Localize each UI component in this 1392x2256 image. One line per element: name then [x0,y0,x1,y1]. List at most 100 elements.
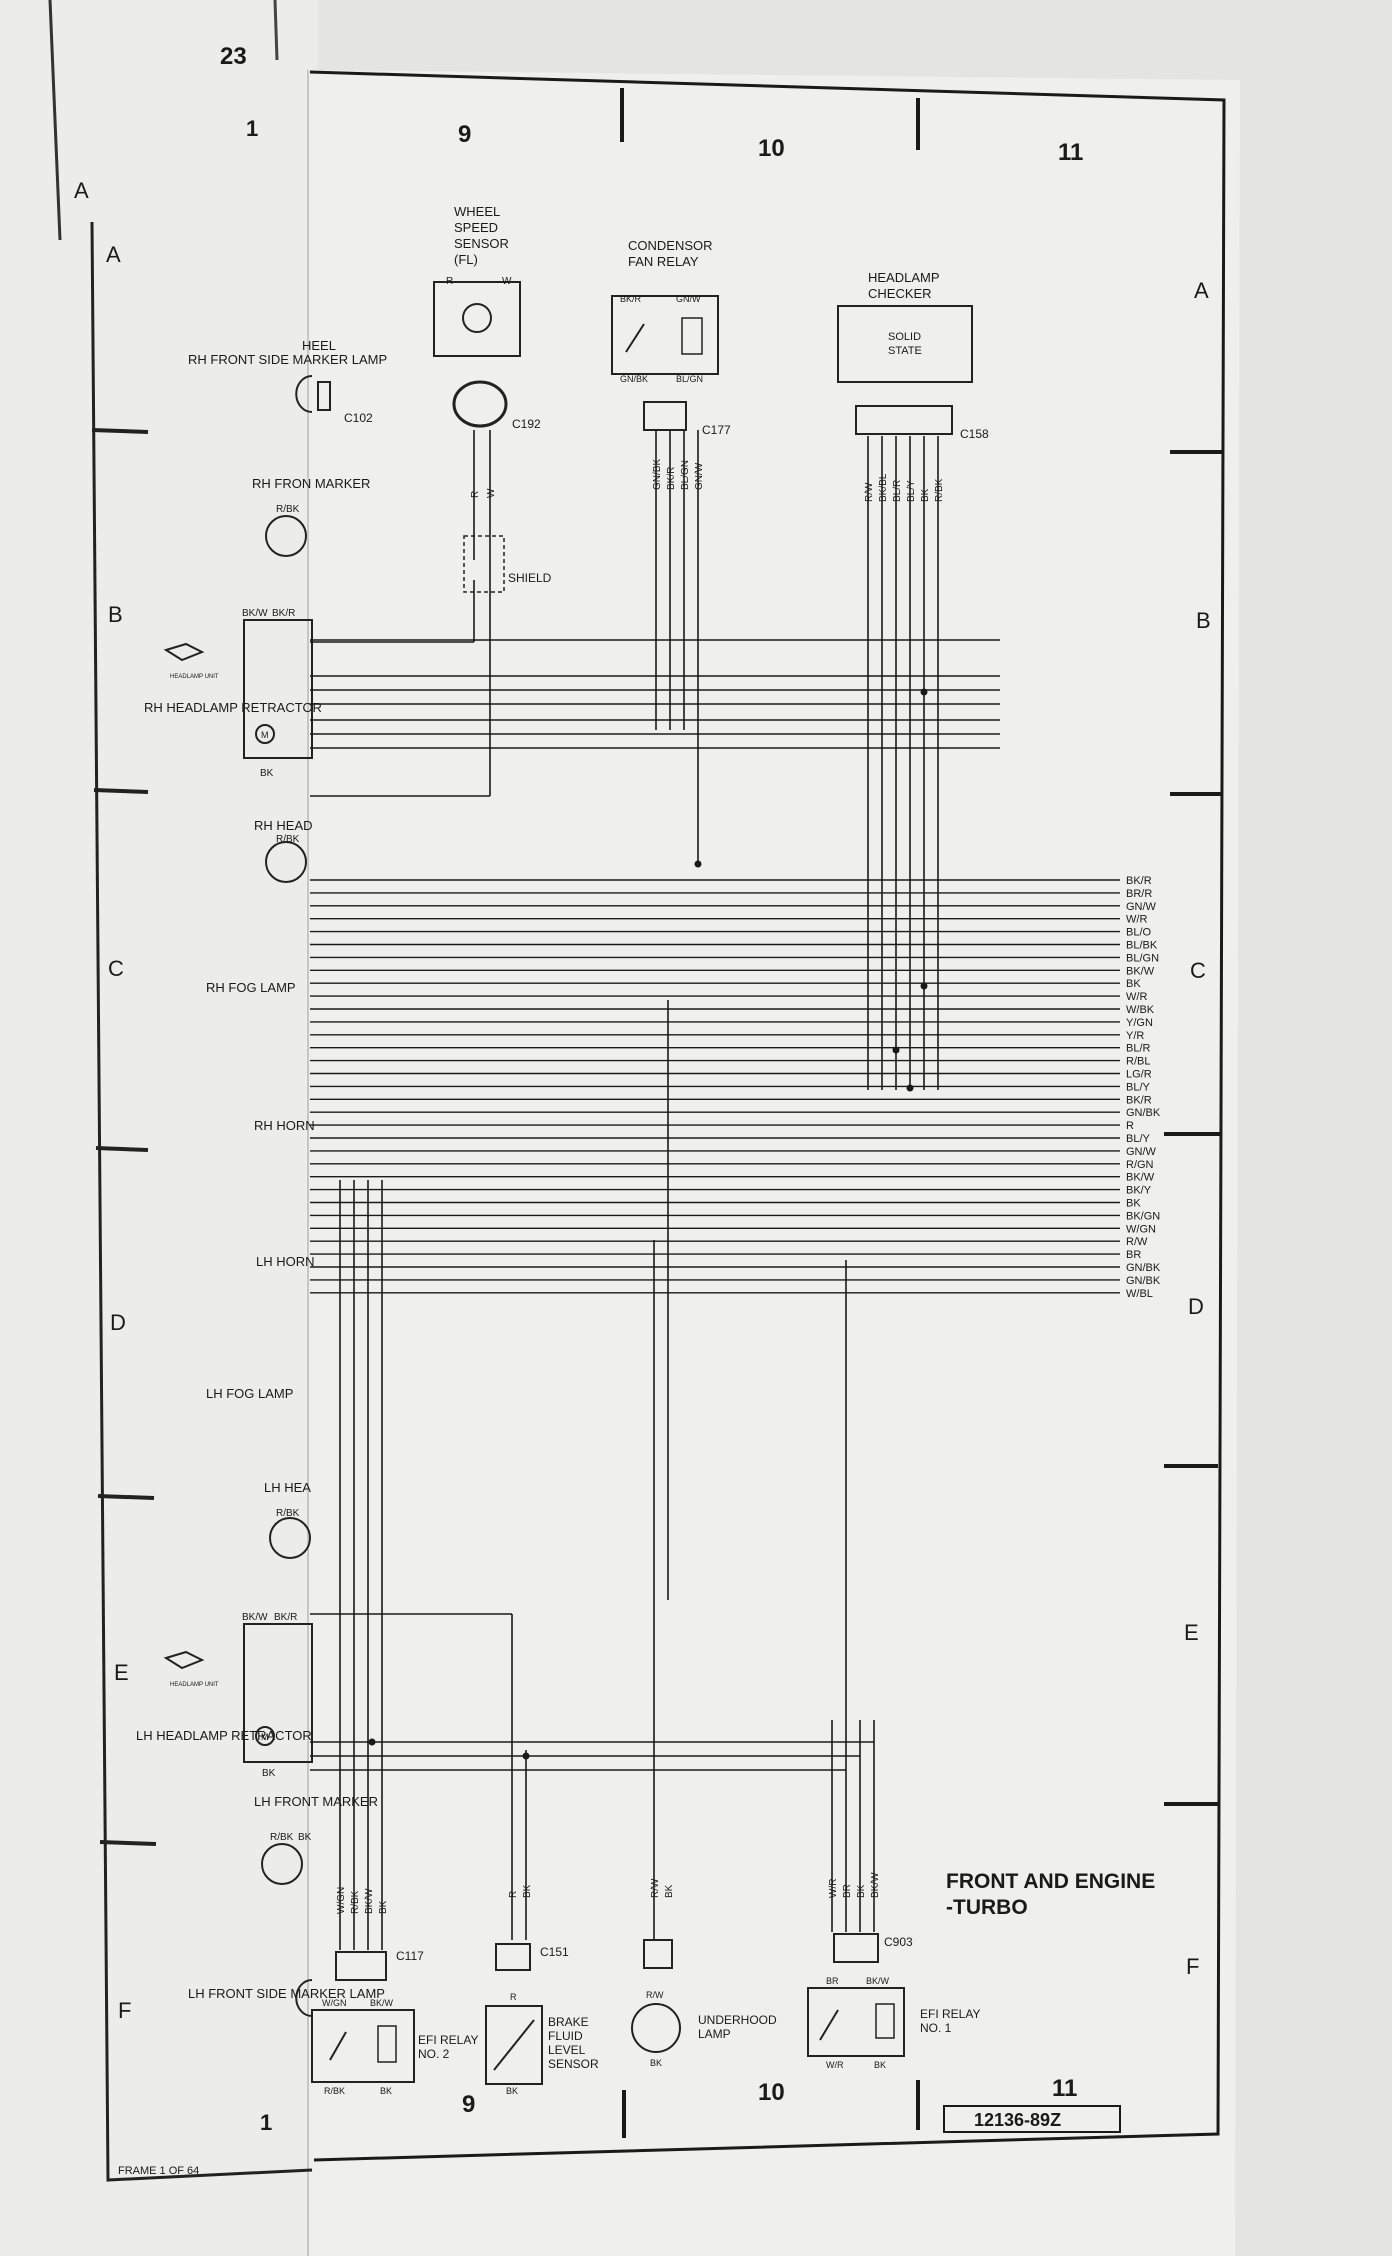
harness-wire-label: W/R [1126,914,1147,926]
rh-retractor-pin-bkw: BK/W [242,608,268,619]
harness-wire-label: BR [1126,1249,1141,1261]
condensor-relay-switch-icon [625,323,645,353]
lh-retractor-motor-icon [255,1726,275,1746]
c903-connector-symbol [833,1933,879,1963]
efi-relay-2-label-1: EFI RELAY [418,2033,478,2047]
efi1-wire-br: BR [842,1884,853,1898]
harness-wire-label: BL/Y [1126,1081,1151,1093]
checker-wire-bly: BL/Y [906,480,917,502]
main-column-labels: 9 10 11 9 10 11 [458,121,1083,2118]
rh-headlamp-symbol [265,841,307,883]
efi2-wire-rbk: R/BK [350,1890,361,1914]
efi2-pin-rbk: R/BK [324,2086,345,2096]
main-row-labels: A B C D E F [1184,278,1211,1979]
rh-fog-lamp-label: RH FOG LAMP [206,980,296,995]
harness-wire-label: R/W [1126,1236,1148,1248]
splice-dot [368,1738,376,1746]
condensor-wire-gnw: GN/W [694,462,705,490]
harness-wire-label: GN/BK [1126,1275,1161,1287]
harness-wire-label: Y/GN [1126,1017,1153,1029]
harness-wire-label: W/R [1126,991,1147,1003]
checker-wire-rbk: R/BK [934,478,945,502]
rh-horn-label: RH HORN [254,1118,315,1133]
underhood-connector-symbol [643,1939,673,1969]
efi2-pin-bkw: BK/W [370,1998,394,2008]
harness-wire-label: LG/R [1126,1069,1152,1081]
harness-wire-label: BL/GN [1126,952,1159,964]
efi2-wire-wgn: W/GN [336,1887,347,1914]
brake-pin-r: R [510,1992,517,2002]
lh-headlamp-unit-label: HEADLAMP UNIT [170,1682,219,1688]
condensor-pin-gnbk: GN/BK [620,374,648,384]
rh-front-side-marker-lamp-symbol [295,375,313,413]
harness-wire-label: BK/Y [1126,1185,1152,1197]
harness-wire-label: BK [1126,1198,1141,1210]
splice-dot [892,1046,900,1054]
c117-label: C117 [396,1949,424,1963]
brake-fluid-label-2: FLUID [548,2029,583,2043]
underhood-label-2: LAMP [698,2027,731,2041]
shield-symbol [463,535,505,593]
condensor-fan-relay-symbol [611,295,719,375]
checker-wire-bkbl: BK/BL [878,473,889,502]
harness-wire-label: BK/W [1126,965,1155,977]
lh-front-marker-lamp-symbol [261,1843,303,1885]
lh-horn-label: LH HORN [256,1254,315,1269]
lh-front-side-marker-label: LH FRONT SIDE MARKER LAMP [188,1986,385,2001]
main-column-ticks [620,88,920,2138]
c158-connector-symbol [855,405,953,435]
harness-labels: BK/RBR/RGN/WW/RBL/OBL/BKBL/GNBK/WBKW/RW/… [1126,875,1161,1300]
c102-label: C102 [344,411,373,425]
c192-label: C192 [512,417,541,431]
harness-wire-label: GN/BK [1126,1262,1161,1274]
shield-label: SHIELD [508,571,552,585]
main-sheet-border [309,70,1226,2162]
column-9-bottom: 9 [462,2091,475,2118]
rh-retractor-pin-bk: BK [260,768,274,779]
column-10-bottom: 10 [758,2079,785,2106]
harness-wire-label: BL/R [1126,1043,1151,1055]
left-outer-row-a: A [74,178,89,203]
c158-label: C158 [960,427,989,441]
rh-retractor-motor-icon [255,724,275,744]
lh-headlamp-retractor-label: LH HEADLAMP RETRACTOR [136,1728,312,1743]
left-sheet-paper [0,0,318,2256]
brake-pin-bk: BK [506,2086,518,2096]
row-e: E [1184,1620,1199,1645]
underhood-pin-bk: BK [650,2058,662,2068]
rh-front-marker-fragment: RH FRON MARKER [252,476,370,491]
left-sheet-border [90,221,313,2182]
rh-front-side-marker-label: RH FRONT SIDE MARKER LAMP [188,352,387,367]
rh-front-marker-lamp-symbol [265,515,307,557]
frame-label: FRAME 1 OF 64 [118,2165,199,2177]
lh-front-marker-pin-bk: BK [298,1832,312,1843]
brake-fluid-sensor-symbol [485,2005,543,2085]
efi1-pin-br: BR [826,1976,839,1986]
lh-front-marker-pin-rbk: R/BK [270,1832,294,1843]
headlamp-checker-label-1: HEADLAMP [868,270,940,285]
rh-retractor-pin-bkr: BK/R [272,608,295,619]
efi1-wire-wr: W/R [828,1879,839,1898]
lh-headlamp-symbol [269,1517,311,1559]
efi2-wire-bkw: BK/W [364,1888,375,1914]
diagram-title-line2: -TURBO [946,1896,1028,1919]
rh-retractor-motor-label: M [261,730,269,740]
brake-fluid-label-4: SENSOR [548,2057,599,2071]
left-row-f: F [118,1998,131,2023]
left-row-ticks [91,428,157,1846]
condensor-pin-bkr: BK/R [620,294,642,304]
underhood-wire-rw: R/W [650,1878,661,1898]
brake-fluid-sensor-resistor-icon [493,2019,535,2071]
left-column-label: 1 [246,116,258,141]
left-sheet-labels: RH FRONT SIDE MARKER LAMP HEEL RH FRON M… [118,338,387,2177]
harness-wire-label: GN/W [1126,901,1157,913]
left-column-label-bottom: 1 [260,2110,272,2135]
left-row-c: C [108,956,124,981]
harness-wire-label: BL/Y [1126,1133,1151,1145]
harness-wire-label: GN/BK [1126,1107,1161,1119]
condensor-wire-blgn: BL/GN [680,460,691,490]
brake-wire-r: R [508,1891,519,1898]
condensor-wire-gnbk: GN/BK [652,459,663,490]
rh-headlamp-retractor-symbol [243,619,313,759]
